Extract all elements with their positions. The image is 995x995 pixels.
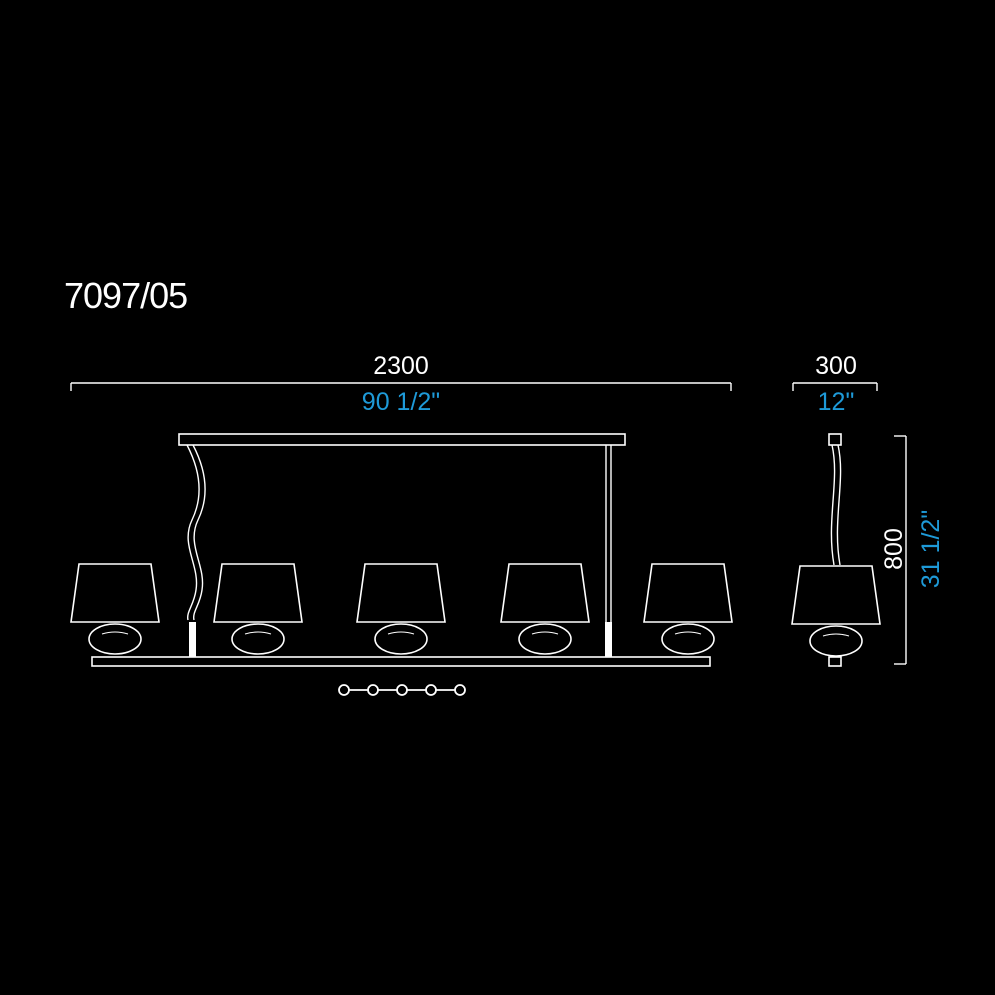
side-canopy: [828, 433, 842, 446]
side-end-cap: [828, 656, 842, 667]
height-in-label: 31 1/2": [917, 510, 945, 588]
width-dimension-line: [70, 382, 732, 391]
left-suspension-cable: [186, 444, 206, 657]
lamp-3: [356, 563, 446, 655]
width-mm-label: 2300: [373, 352, 429, 380]
light-count-symbol: [338, 684, 466, 696]
depth-mm-label: 300: [815, 352, 857, 380]
ceiling-canopy: [178, 433, 626, 446]
model-code: 7097/05: [64, 275, 188, 316]
side-view: 300 12" 800 31 1/2": [791, 352, 945, 667]
lamp-2: [213, 563, 303, 655]
depth-dimension-line: [792, 382, 878, 391]
side-cable: [830, 444, 842, 566]
side-lamp: [791, 565, 881, 657]
right-suspension-rod: [605, 445, 612, 657]
lamp-5: [643, 563, 733, 655]
height-mm-label: 800: [880, 528, 908, 570]
lamp-1: [70, 563, 160, 655]
front-view: 2300 90 1/2": [70, 352, 733, 696]
depth-in-label: 12": [818, 388, 855, 416]
width-in-label: 90 1/2": [362, 388, 440, 416]
fixture-bar: [91, 656, 711, 667]
height-dimension-line: [894, 435, 907, 665]
lamp-4: [500, 563, 590, 655]
